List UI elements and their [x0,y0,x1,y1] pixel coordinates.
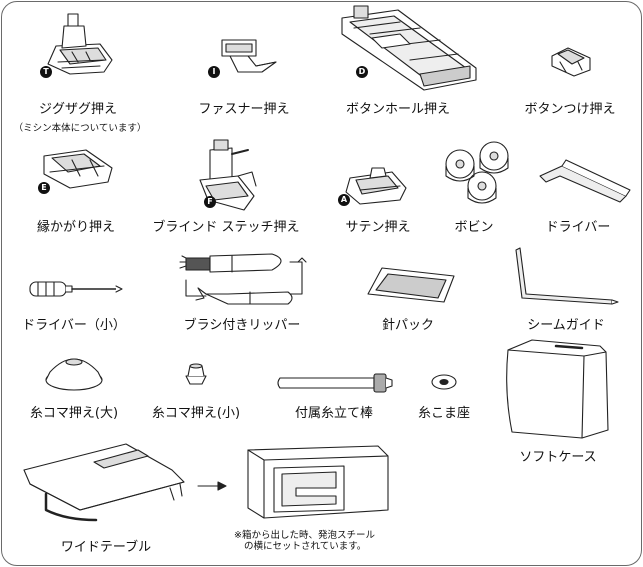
badge-zipper: I [208,66,220,78]
label-l-driver: ドライバー [545,220,611,235]
label-needle-pack: 針パック [381,318,435,333]
box-note-line2: の横にセットされています。 [244,541,367,552]
label-seam-guide: シームガイド [527,318,605,333]
label-spool-cap-large: 糸コマ押え(大) [29,406,119,421]
buttonhole-foot-illustration [341,5,477,91]
label-spool-pin: 付属糸立て棒 [294,406,374,421]
badge-zigzag: T [40,66,52,78]
needle-pack-illustration [367,267,455,303]
label-satin-foot: サテン押え [345,220,411,235]
satin-foot-illustration [345,167,407,205]
wide-table-illustration [23,443,185,522]
label-spool-pad: 糸こま座 [417,406,471,421]
label-spool-cap-small: 糸コマ押え(小) [151,406,241,421]
label-soft-case: ソフトケース [519,450,597,465]
button-foot-illustration [551,47,591,77]
label-blind-foot: ブラインド ステッチ押え [152,220,300,235]
badge-buttonhole: D [356,66,368,78]
label-zipper-foot: ファスナー押え [198,102,290,117]
zigzag-foot-illustration [47,13,113,75]
l-driver-illustration [539,159,631,203]
label-wide-table: ワイドテーブル [60,540,152,555]
spool-cap-small-illustration [185,363,207,385]
zipper-foot-illustration [221,39,277,73]
bobbins-illustration [445,141,509,204]
seam-guide-illustration [515,247,619,305]
box-note-line1: ※箱から出した時、発泡スチール [234,530,375,541]
soft-case-illustration [506,339,609,439]
brush-ripper-illustration [179,253,307,305]
label-zigzag-note: （ミシン本体についています） [13,123,147,134]
spool-pad-illustration [431,374,457,390]
label-bobbin: ボビン [454,220,494,235]
badge-overcast: E [38,182,50,194]
label-overcast-foot: 縁かがり押え [36,220,116,235]
label-small-screwdriver: ドライバー（小） [22,318,126,333]
spool-cap-large-illustration [45,358,103,391]
label-zigzag-foot: ジグザグ押え [38,102,118,117]
small-screwdriver-illustration [29,281,123,297]
badge-blind: F [204,196,216,208]
blind-stitch-foot-illustration [199,139,257,211]
label-brush-ripper: ブラシ付きリッパー [183,318,301,333]
spool-pin-illustration [277,373,393,393]
overcast-foot-illustration [43,149,113,189]
badge-satin: A [338,194,350,206]
box-illustration [247,445,389,519]
box-note: ※箱から出した時、発泡スチール の横にセットされています。 [234,530,375,552]
label-button-foot: ボタンつけ押え [524,102,616,117]
arrow-illustration [197,481,227,491]
label-buttonhole-foot: ボタンホール押え [345,102,451,117]
